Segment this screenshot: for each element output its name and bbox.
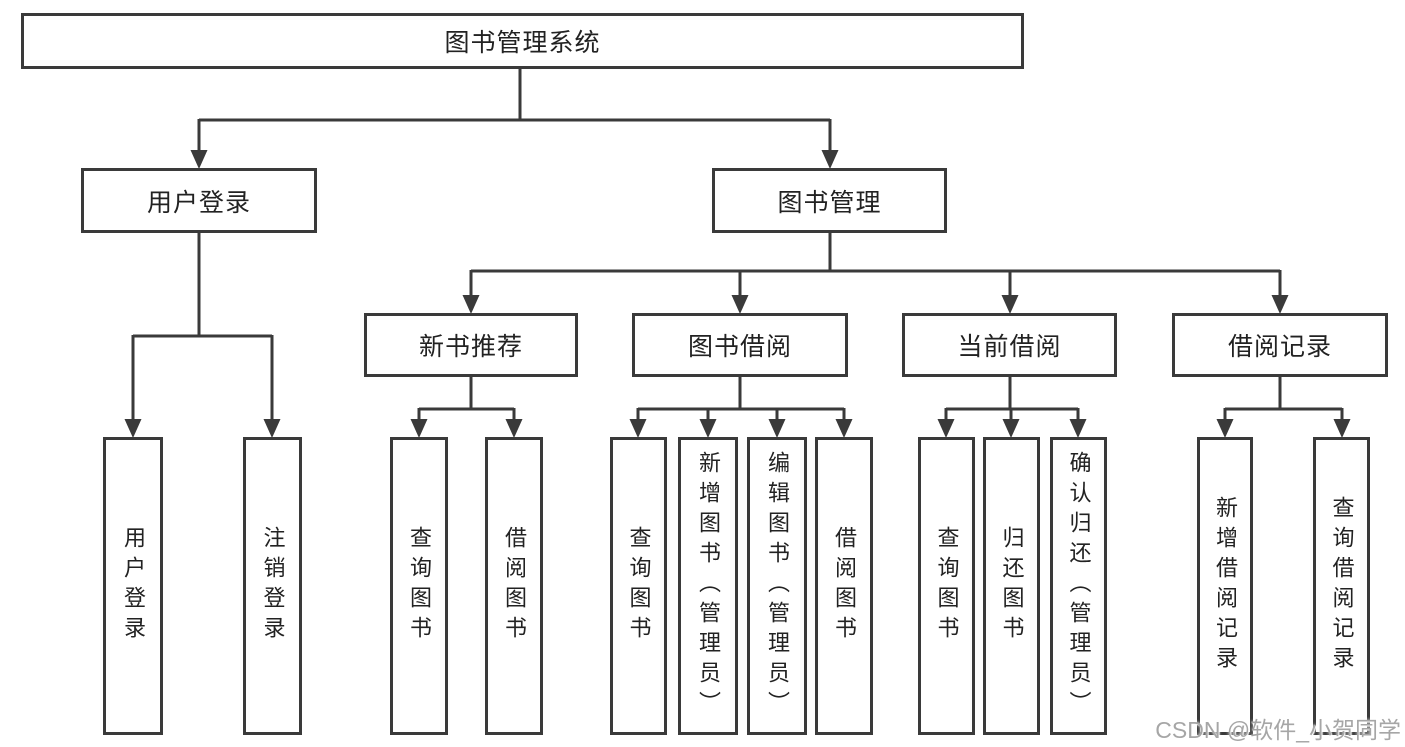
node-root-label: 图书管理系统 — [444, 29, 601, 57]
node-root: 图书管理系统 — [21, 13, 1024, 69]
leaf-user-login: 用户登录 — [103, 437, 163, 735]
leaf-query-borrow-record: 查询借阅记录 — [1313, 437, 1370, 735]
leaf-edit-book-admin-label: 编辑图书（管理员） — [765, 451, 790, 721]
leaf-query-books-borrow: 查询图书 — [610, 437, 667, 735]
leaf-return-book-label: 归还图书 — [999, 526, 1025, 646]
node-new-book-recommend-label: 新书推荐 — [418, 333, 523, 361]
node-book-borrow-label: 图书借阅 — [687, 333, 792, 361]
leaf-add-book-admin-label: 新增图书（管理员） — [696, 451, 721, 721]
leaf-edit-book-admin: 编辑图书（管理员） — [747, 437, 807, 735]
node-current-borrow: 当前借阅 — [902, 313, 1117, 377]
leaf-borrow-books-recommend-label: 借阅图书 — [502, 526, 527, 646]
leaf-logout: 注销登录 — [243, 437, 302, 735]
leaf-query-books-recommend: 查询图书 — [390, 437, 448, 735]
leaf-query-books-borrow-label: 查询图书 — [626, 526, 652, 646]
node-borrow-record-label: 借阅记录 — [1227, 333, 1332, 361]
leaf-borrow-books-borrow: 借阅图书 — [815, 437, 873, 735]
node-book-management: 图书管理 — [712, 168, 947, 233]
leaf-add-book-admin: 新增图书（管理员） — [678, 437, 738, 735]
node-book-management-label: 图书管理 — [777, 188, 882, 217]
leaf-confirm-return-admin: 确认归还（管理员） — [1050, 437, 1107, 735]
leaf-borrow-books-recommend: 借阅图书 — [485, 437, 543, 735]
leaf-borrow-books-borrow-label: 借阅图书 — [832, 526, 857, 646]
leaf-query-borrow-record-label: 查询借阅记录 — [1329, 496, 1355, 676]
node-current-borrow-label: 当前借阅 — [957, 333, 1062, 361]
leaf-user-login-label: 用户登录 — [121, 526, 146, 646]
node-book-borrow: 图书借阅 — [632, 313, 848, 377]
node-borrow-record: 借阅记录 — [1172, 313, 1388, 377]
arrowheads — [124, 150, 1351, 438]
csdn-watermark: CSDN @软件_小贺同学 — [1155, 717, 1401, 743]
node-user-login: 用户登录 — [81, 168, 317, 233]
leaf-logout-label: 注销登录 — [260, 526, 286, 646]
leaf-query-books-current-label: 查询图书 — [934, 526, 960, 646]
leaf-add-borrow-record: 新增借阅记录 — [1197, 437, 1253, 735]
leaf-confirm-return-admin-label: 确认归还（管理员） — [1066, 451, 1092, 721]
leaf-query-books-recommend-label: 查询图书 — [407, 526, 432, 646]
leaf-return-book: 归还图书 — [983, 437, 1040, 735]
leaf-add-borrow-record-label: 新增借阅记录 — [1213, 496, 1238, 676]
leaf-query-books-current: 查询图书 — [918, 437, 975, 735]
node-user-login-label: 用户登录 — [146, 188, 251, 217]
node-new-book-recommend: 新书推荐 — [364, 313, 578, 377]
